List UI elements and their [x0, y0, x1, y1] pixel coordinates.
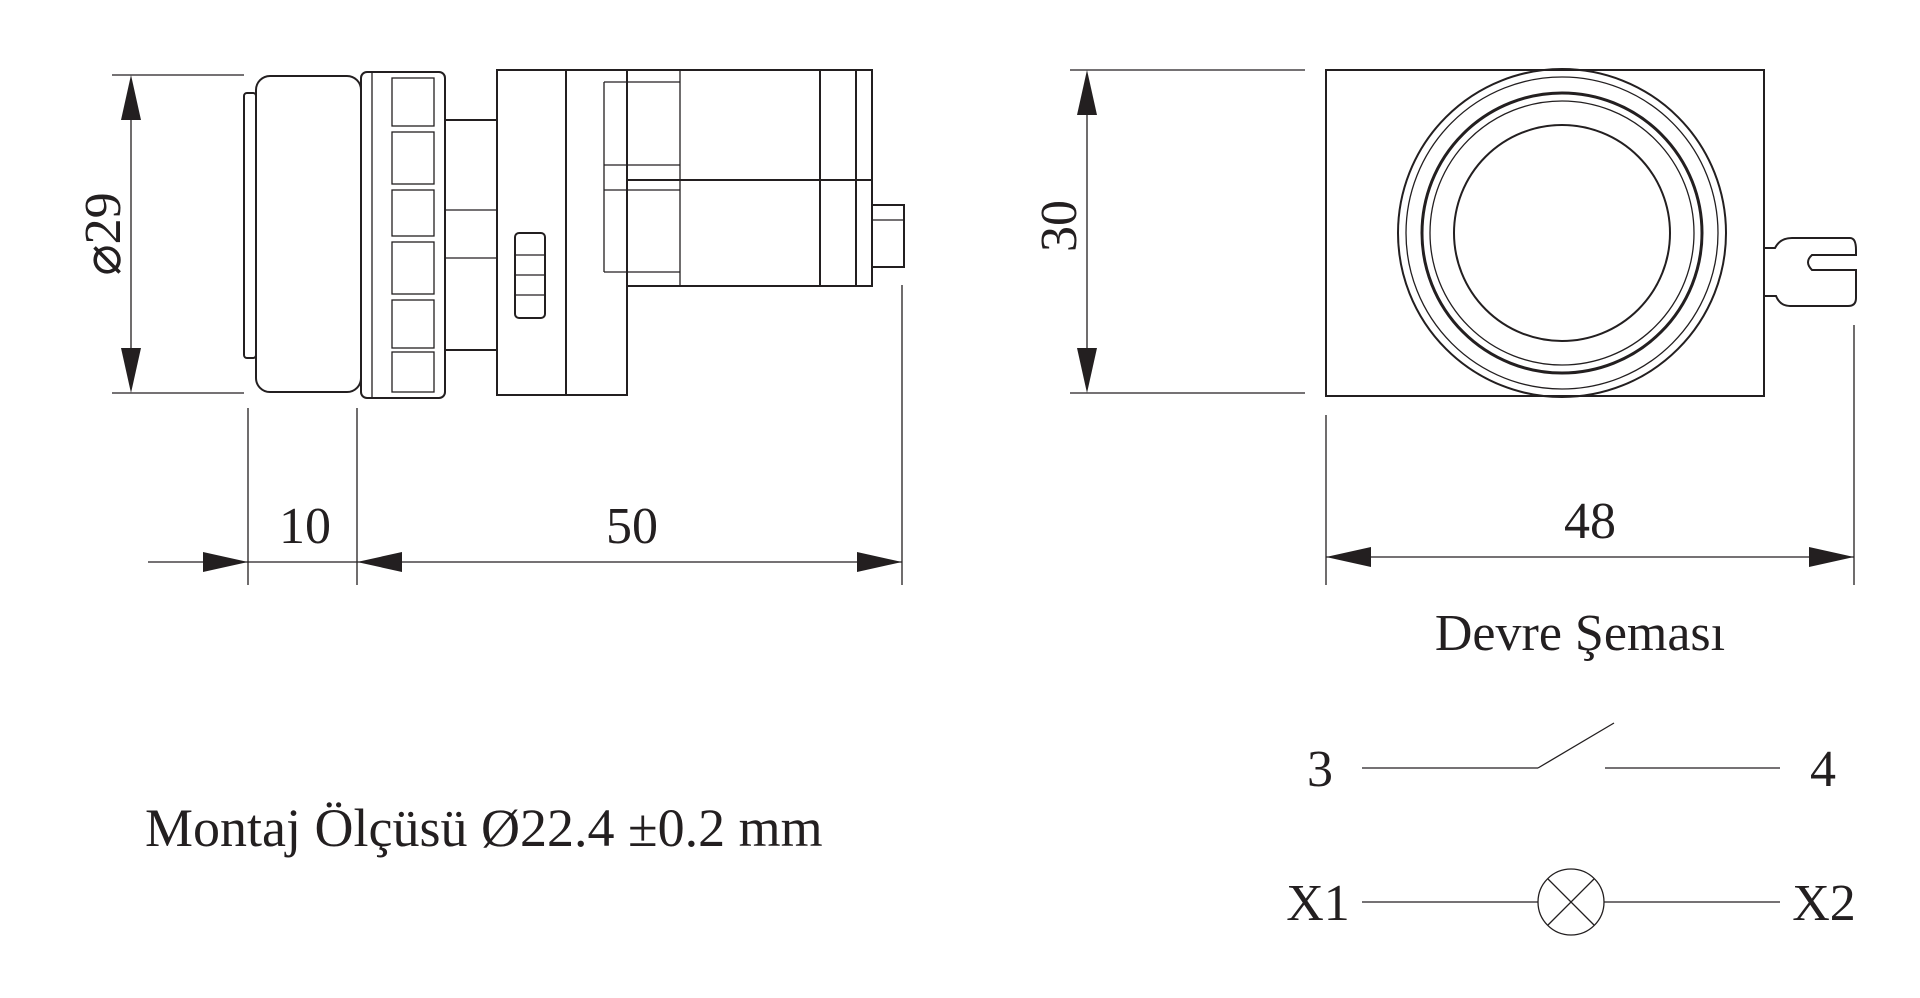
dim-arrow — [121, 75, 141, 120]
dim-label-width: 48 — [1564, 493, 1616, 550]
terminal-3-label: 3 — [1307, 741, 1333, 798]
side-view — [243, 69, 905, 399]
terminal-x2-label: X2 — [1792, 875, 1856, 932]
contact-block — [626, 69, 873, 287]
terminal-lug — [1764, 237, 1857, 307]
dim-arrow — [1326, 547, 1371, 567]
dim-arrow — [857, 552, 902, 572]
side-view-dimensions: ⌀29 10 50 — [75, 74, 903, 585]
bezel — [255, 75, 362, 393]
front-housing — [1325, 69, 1765, 397]
dim-arrow — [1077, 70, 1097, 115]
dim-arrow — [1809, 547, 1854, 567]
terminal-tab — [871, 204, 905, 268]
mounting-nut — [360, 71, 446, 399]
circuit-title: Devre Şeması — [1435, 605, 1725, 662]
bezel-outer — [1397, 68, 1727, 398]
diameter-value: 29 — [75, 192, 132, 244]
dim-label-length-body: 50 — [606, 498, 658, 555]
terminal-x1-label: X1 — [1286, 875, 1350, 932]
terminal-4-label: 4 — [1810, 741, 1836, 798]
bezel-inner — [1420, 91, 1704, 375]
dim-arrow — [357, 552, 402, 572]
lamp-icon — [1537, 868, 1605, 936]
front-view-dimensions: 30 48 — [1031, 69, 1855, 585]
mounting-label: Montaj Ölçüsü Ø22.4 ±0.2 mm — [145, 798, 823, 858]
dim-label-height: 30 — [1031, 200, 1088, 252]
dim-arrow — [203, 552, 248, 572]
circuit-diagram: Devre Şeması 3 4 X1 X2 — [1286, 605, 1856, 936]
bezel-lip — [243, 92, 257, 359]
housing — [496, 69, 628, 396]
diameter-symbol: ⌀ — [75, 244, 132, 275]
nut-teeth — [391, 77, 435, 393]
dim-label-length-front: 10 — [279, 498, 331, 555]
dim-label-diameter: ⌀29 — [75, 192, 132, 275]
switch-contact — [1537, 722, 1615, 769]
front-view — [1325, 68, 1857, 398]
dim-arrow — [1077, 348, 1097, 393]
dim-arrow — [121, 348, 141, 393]
lens — [1453, 124, 1671, 342]
